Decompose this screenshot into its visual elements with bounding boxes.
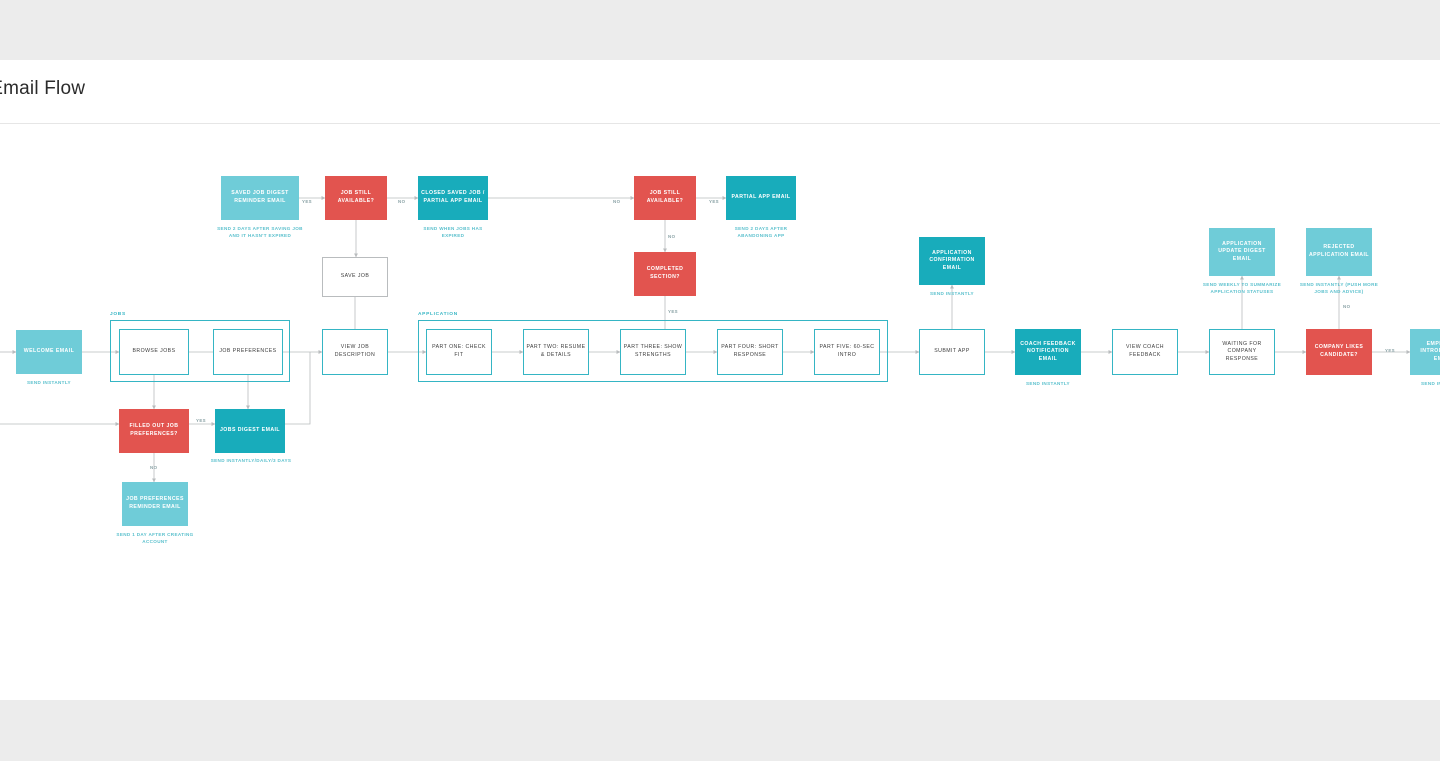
edge-label-yes-job-available-2: YES [709, 199, 719, 204]
node-company-likes-candidate[interactable]: COMPANY LIKES CANDIDATE? [1306, 329, 1372, 375]
diagram-canvas[interactable]: JOBS APPLICATION SAVED JOB DIGEST REMINDE… [0, 124, 1440, 700]
caption-coach-feedback: SEND INSTANTLY [1026, 381, 1070, 386]
title-bar: g Email Flow [0, 60, 1440, 124]
group-label-application: APPLICATION [418, 312, 458, 317]
node-view-coach-feedback[interactable]: VIEW COACH FEEDBACK [1112, 329, 1178, 375]
node-employer-introduction-email[interactable]: EMPLOYER INTRODUCTION EMAIL [1410, 329, 1440, 375]
node-job-still-available-1[interactable]: JOB STILL AVAILABLE? [325, 176, 387, 220]
node-submit-app[interactable]: SUBMIT APP [919, 329, 985, 375]
node-job-preferences-reminder-email[interactable]: JOB PREFERENCES REMINDER EMAIL [122, 482, 188, 526]
edge-label-yes-company-likes: YES [1385, 348, 1395, 353]
node-jobs-digest-email[interactable]: JOBS DIGEST EMAIL [215, 409, 285, 453]
edge-label-yes-completed-section: YES [668, 309, 678, 314]
browser-bottom-bar [0, 700, 1440, 761]
node-job-still-available-2[interactable]: JOB STILL AVAILABLE? [634, 176, 696, 220]
caption-job-preferences-reminder: SEND 1 DAY AFTER CREATING ACCOUNT [116, 532, 194, 544]
edge-label-yes-job-available-1: YES [302, 199, 312, 204]
node-application-confirmation-email[interactable]: APPLICATION CONFIRMATION EMAIL [919, 237, 985, 285]
node-partial-app-email[interactable]: PARTIAL APP EMAIL [726, 176, 796, 220]
node-coach-feedback-notification-email[interactable]: COACH FEEDBACK NOTIFICATION EMAIL [1015, 329, 1081, 375]
edge-label-no-completed-section: NO [668, 234, 676, 239]
caption-saved-job-digest: SEND 2 DAYS AFTER SAVING JOB AND IT HASN… [217, 226, 303, 238]
caption-partial-app: SEND 2 DAYS AFTER ABANDONING APP [734, 226, 788, 238]
group-label-jobs: JOBS [110, 312, 126, 317]
node-saved-job-digest-reminder-email[interactable]: SAVED JOB DIGEST REMINDER EMAIL [221, 176, 299, 220]
edge-label-yes-filled-prefs: YES [196, 418, 206, 423]
group-jobs [110, 320, 290, 382]
node-part-one-check-fit[interactable]: PART ONE: CHECK FIT [426, 329, 492, 375]
caption-employer-intro: SEND INSTANTLY [1421, 381, 1440, 386]
group-application [418, 320, 888, 382]
node-completed-section[interactable]: COMPLETED SECTION? [634, 252, 696, 296]
browser-top-bar [0, 0, 1440, 60]
node-closed-saved-job-partial-app-email[interactable]: CLOSED SAVED JOB / PARTIAL APP EMAIL [418, 176, 488, 220]
node-view-job-description[interactable]: VIEW JOB DESCRIPTION [322, 329, 388, 375]
edge-label-no-company-likes: NO [1343, 304, 1351, 309]
edge-label-no-to-job-available-2: NO [613, 199, 621, 204]
edge-label-no-job-available-1: NO [398, 199, 406, 204]
caption-welcome-email: SEND INSTANTLY [27, 380, 71, 385]
node-welcome-email[interactable]: WELCOME EMAIL [16, 330, 82, 374]
caption-jobs-digest: SEND INSTANTLY/DAILY/3 DAYS [210, 458, 292, 463]
node-part-four-short-response[interactable]: PART FOUR: SHORT RESPONSE [717, 329, 783, 375]
node-job-preferences[interactable]: JOB PREFERENCES [213, 329, 283, 375]
caption-closed-saved-job: SEND WHEN JOBS HAS EXPIRED [423, 226, 483, 238]
edge-label-no-filled-prefs: NO [150, 465, 158, 470]
node-save-job[interactable]: SAVE JOB [322, 257, 388, 297]
node-browse-jobs[interactable]: BROWSE JOBS [119, 329, 189, 375]
node-rejected-application-email[interactable]: REJECTED APPLICATION EMAIL [1306, 228, 1372, 276]
caption-application-update-digest: SEND WEEKLY TO SUMMARIZE APPLICATION STA… [1202, 282, 1282, 294]
page-title: g Email Flow [0, 78, 86, 99]
connector-jobsdigest-spine [285, 352, 311, 425]
node-part-three-show-strengths[interactable]: PART THREE: SHOW STRENGTHS [620, 329, 686, 375]
node-waiting-for-company-response[interactable]: WAITING FOR COMPANY RESPONSE [1209, 329, 1275, 375]
caption-rejected-application: SEND INSTANTLY (PUSH MORE JOBS AND ADVIC… [1299, 282, 1379, 294]
node-part-five-60-sec-intro[interactable]: PART FIVE: 60-SEC INTRO [814, 329, 880, 375]
node-filled-out-job-preferences[interactable]: FILLED OUT JOB PREFERENCES? [119, 409, 189, 453]
caption-application-confirmation: SEND INSTANTLY [930, 291, 974, 296]
edge-layer [0, 196, 1411, 483]
node-part-two-resume-details[interactable]: PART TWO: RESUME & DETAILS [523, 329, 589, 375]
node-application-update-digest-email[interactable]: APPLICATION UPDATE DIGEST EMAIL [1209, 228, 1275, 276]
